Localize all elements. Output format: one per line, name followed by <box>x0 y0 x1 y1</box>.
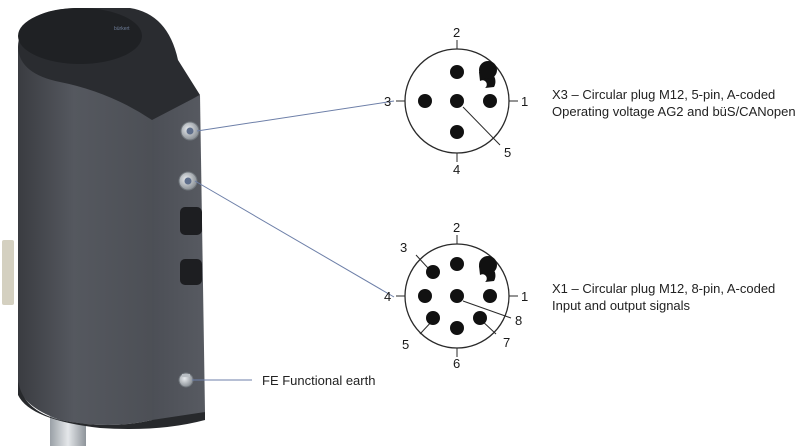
pin <box>450 65 464 79</box>
pin-label: 1 <box>521 289 528 304</box>
pin-label: 8 <box>515 313 522 328</box>
device-logo: bürkert <box>114 26 130 32</box>
x1-title: X1 – Circular plug M12, 8-pin, A-coded <box>552 281 776 296</box>
x3-title: X3 – Circular plug M12, 5-pin, A-coded <box>552 87 776 102</box>
fe-description: FE Functional earth <box>262 372 375 389</box>
x1-description: X1 – Circular plug M12, 8-pin, A-coded I… <box>552 280 775 314</box>
housing-front <box>152 95 205 421</box>
leader-x3 <box>196 100 395 132</box>
side-bracket <box>2 240 14 305</box>
x1-subtitle: Input and output signals <box>552 298 691 313</box>
pinout-x1: 2 3 4 1 8 5 7 6 <box>384 220 528 371</box>
pin-label: 2 <box>453 25 460 40</box>
x3-description: X3 – Circular plug M12, 5-pin, A-coded O… <box>552 86 796 120</box>
housing-side <box>18 12 178 425</box>
pin <box>450 94 464 108</box>
pin-label: 3 <box>400 240 407 255</box>
pin <box>450 257 464 271</box>
pin-label: 1 <box>521 94 528 109</box>
pin <box>483 94 497 108</box>
pin-label: 5 <box>402 337 409 352</box>
housing-bottom <box>18 380 205 429</box>
pin <box>473 311 487 325</box>
pin-label: 5 <box>504 145 511 160</box>
coding-key-bump <box>479 61 497 79</box>
pin-label: 3 <box>384 94 391 109</box>
pin <box>418 94 432 108</box>
cover-cap-1 <box>180 207 202 235</box>
leader-x1 <box>194 180 395 298</box>
cover-cap-2 <box>180 259 202 285</box>
pin-label: 6 <box>453 356 460 371</box>
pin <box>426 265 440 279</box>
cap-top <box>18 8 142 64</box>
positioner-device: bürkert <box>2 8 205 446</box>
fe-terminal <box>178 372 194 388</box>
fe-label: FE Functional earth <box>262 373 376 388</box>
pin <box>483 289 497 303</box>
leader-lines <box>192 100 395 381</box>
port-x3 <box>180 121 200 141</box>
x3-subtitle: Operating voltage AG2 and büS/CANopen <box>552 104 796 119</box>
pin <box>450 125 464 139</box>
pin <box>418 289 432 303</box>
pinout-x3: 2 3 1 4 5 <box>384 25 528 177</box>
pin-label: 2 <box>453 220 460 235</box>
pin-label: 4 <box>453 162 460 177</box>
pin <box>426 311 440 325</box>
pin-label: 7 <box>503 335 510 350</box>
pin <box>450 289 464 303</box>
pin-label: 4 <box>384 289 391 304</box>
coding-key-bump <box>479 256 497 274</box>
pin <box>450 321 464 335</box>
port-x1 <box>178 171 198 191</box>
